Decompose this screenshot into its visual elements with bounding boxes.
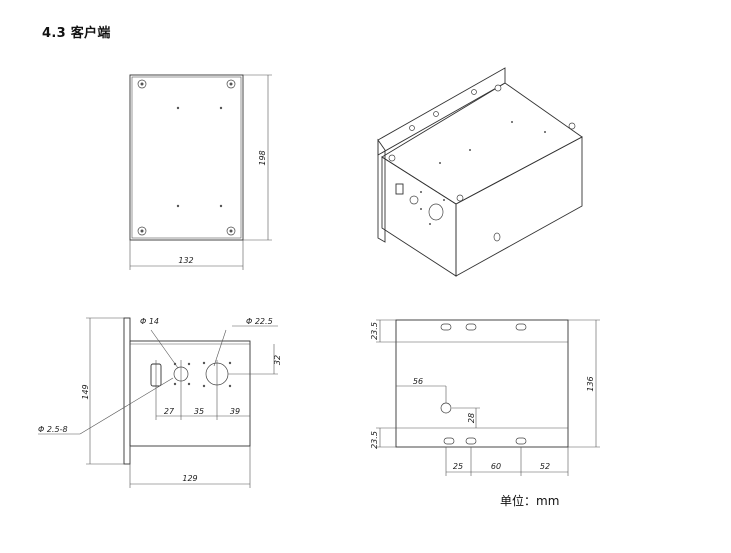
slot-2-label: 60 bbox=[491, 462, 501, 471]
units-label: 单位：mm bbox=[500, 494, 560, 508]
page-title: 4.3 客户端 bbox=[42, 26, 111, 41]
side-height-label: 136 bbox=[586, 376, 595, 391]
small-connector-hole bbox=[409, 195, 419, 205]
large-hole-label: Φ 22.5 bbox=[246, 317, 273, 326]
isometric-view bbox=[377, 67, 583, 277]
corner-screw bbox=[137, 79, 236, 236]
top-view: 198 132 bbox=[129, 74, 272, 270]
small-hole-label: Φ 14 bbox=[140, 317, 159, 326]
screw-hole-label: Φ 2.5-8 bbox=[38, 425, 68, 434]
side-flange-bottom-label: 23.5 bbox=[370, 431, 379, 449]
side-view: 56 28 23.5 23.5 136 25 60 52 bbox=[370, 319, 600, 476]
front-height-label: 149 bbox=[81, 384, 90, 399]
front-offset-label: 32 bbox=[273, 355, 282, 365]
slot-1-label: 25 bbox=[453, 462, 463, 471]
side-hole-y-label: 28 bbox=[467, 413, 476, 423]
spacing-3-label: 39 bbox=[230, 407, 240, 416]
slot-3-label: 52 bbox=[540, 462, 550, 471]
front-view: Φ 14 Φ 22.5 Φ 2.5-8 32 27 35 39 149 129 bbox=[38, 317, 282, 488]
connector-port bbox=[395, 183, 404, 195]
spacing-1-label: 27 bbox=[164, 407, 175, 416]
side-hole-x-label: 56 bbox=[413, 377, 423, 386]
spacing-2-label: 35 bbox=[194, 407, 204, 416]
front-width-label: 129 bbox=[182, 474, 197, 483]
top-view-width-label: 132 bbox=[178, 256, 193, 265]
top-view-height-label: 198 bbox=[258, 150, 267, 165]
side-flange-top-label: 23.5 bbox=[370, 322, 379, 340]
large-connector-hole bbox=[428, 203, 444, 221]
